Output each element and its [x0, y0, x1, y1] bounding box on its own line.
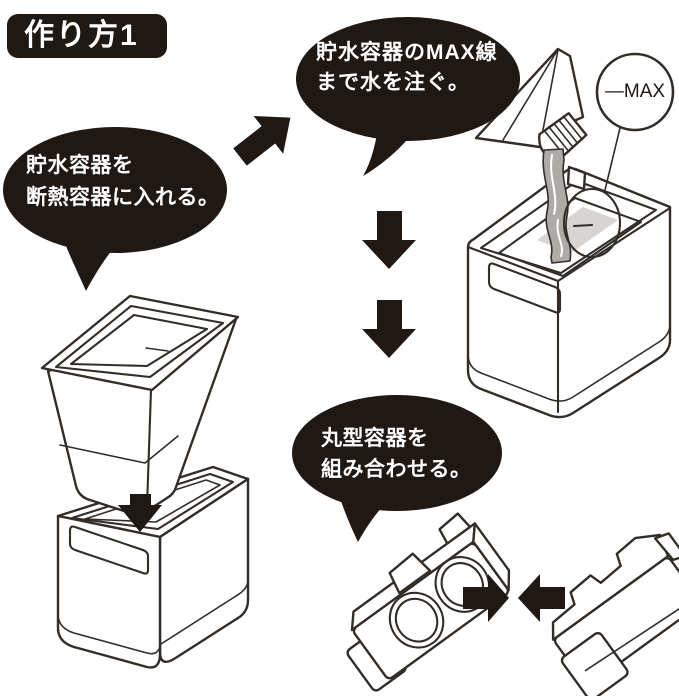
arrow-up-right-icon: [233, 115, 291, 166]
speech-bubble-combine-text: 丸型容器を 組み合わせる。: [321, 423, 472, 485]
bubble-combine-line2: 組み合わせる。: [321, 458, 472, 481]
inner-container-tab: [566, 165, 587, 191]
arrow-down-icon-2: [362, 300, 416, 358]
stream-highlight-2: [556, 219, 563, 257]
bubble-pour-line2: まで水を注ぐ。: [316, 71, 470, 94]
speech-bubble-pour-shape: [296, 17, 520, 176]
title-badge-label: 作り方1: [24, 19, 139, 52]
max-highlight-circle: [562, 187, 622, 259]
bottom-seam: [467, 323, 671, 402]
max-leader-line: [604, 127, 621, 191]
speech-bubble-insert-shape: [3, 127, 227, 291]
stream-highlight-1: [550, 154, 557, 215]
title-badge: 作り方1: [7, 14, 167, 58]
bubble-insert-line2: 断熱容器に入れる。: [26, 186, 220, 209]
pour-water-illustration: [466, 47, 675, 419]
water-container-rim: [40, 294, 240, 392]
speech-bubble-insert-text: 貯水容器を 断熱容器に入れる。: [26, 150, 220, 214]
max-line-tick: [572, 223, 594, 228]
water-container-max-tick: [145, 347, 169, 352]
arrow-down-icon-1: [362, 211, 416, 269]
arrow-down-insert-icon: [118, 494, 162, 532]
bubble-insert-line1: 貯水容器を: [26, 154, 134, 177]
bottle-fold-line-1: [539, 49, 559, 147]
water-container-near-edge: [145, 388, 153, 509]
insert-container-illustration: [40, 294, 250, 669]
bubble-combine-line1: 丸型容器を: [321, 427, 429, 450]
water-container-rim-inner: [54, 304, 225, 379]
water-container-opening: [69, 313, 209, 368]
insulated-front-seam: [57, 613, 161, 655]
water-stream: [542, 148, 572, 264]
round-container-half-right: [551, 532, 679, 696]
insulated-right-seam: [160, 579, 249, 645]
speech-bubble-pour-text: 貯水容器のMAX線 まで水を注ぐ。: [316, 38, 498, 98]
arrow-left-combine-icon: [518, 574, 565, 622]
max-callout-label: —MAX: [604, 81, 666, 102]
combine-containers-illustration: [346, 512, 679, 696]
arrow-right-combine-icon: [463, 574, 509, 622]
insulated-label-panel: [68, 525, 150, 575]
max-callout-circle: [595, 52, 675, 132]
water-container-seam: [59, 435, 179, 464]
bottle-fold-line-2: [502, 50, 558, 141]
speech-bubble-combine-shape: [292, 395, 502, 542]
front-handle-panel: [487, 262, 562, 314]
bubble-pour-line1: 貯水容器のMAX線: [316, 41, 498, 64]
